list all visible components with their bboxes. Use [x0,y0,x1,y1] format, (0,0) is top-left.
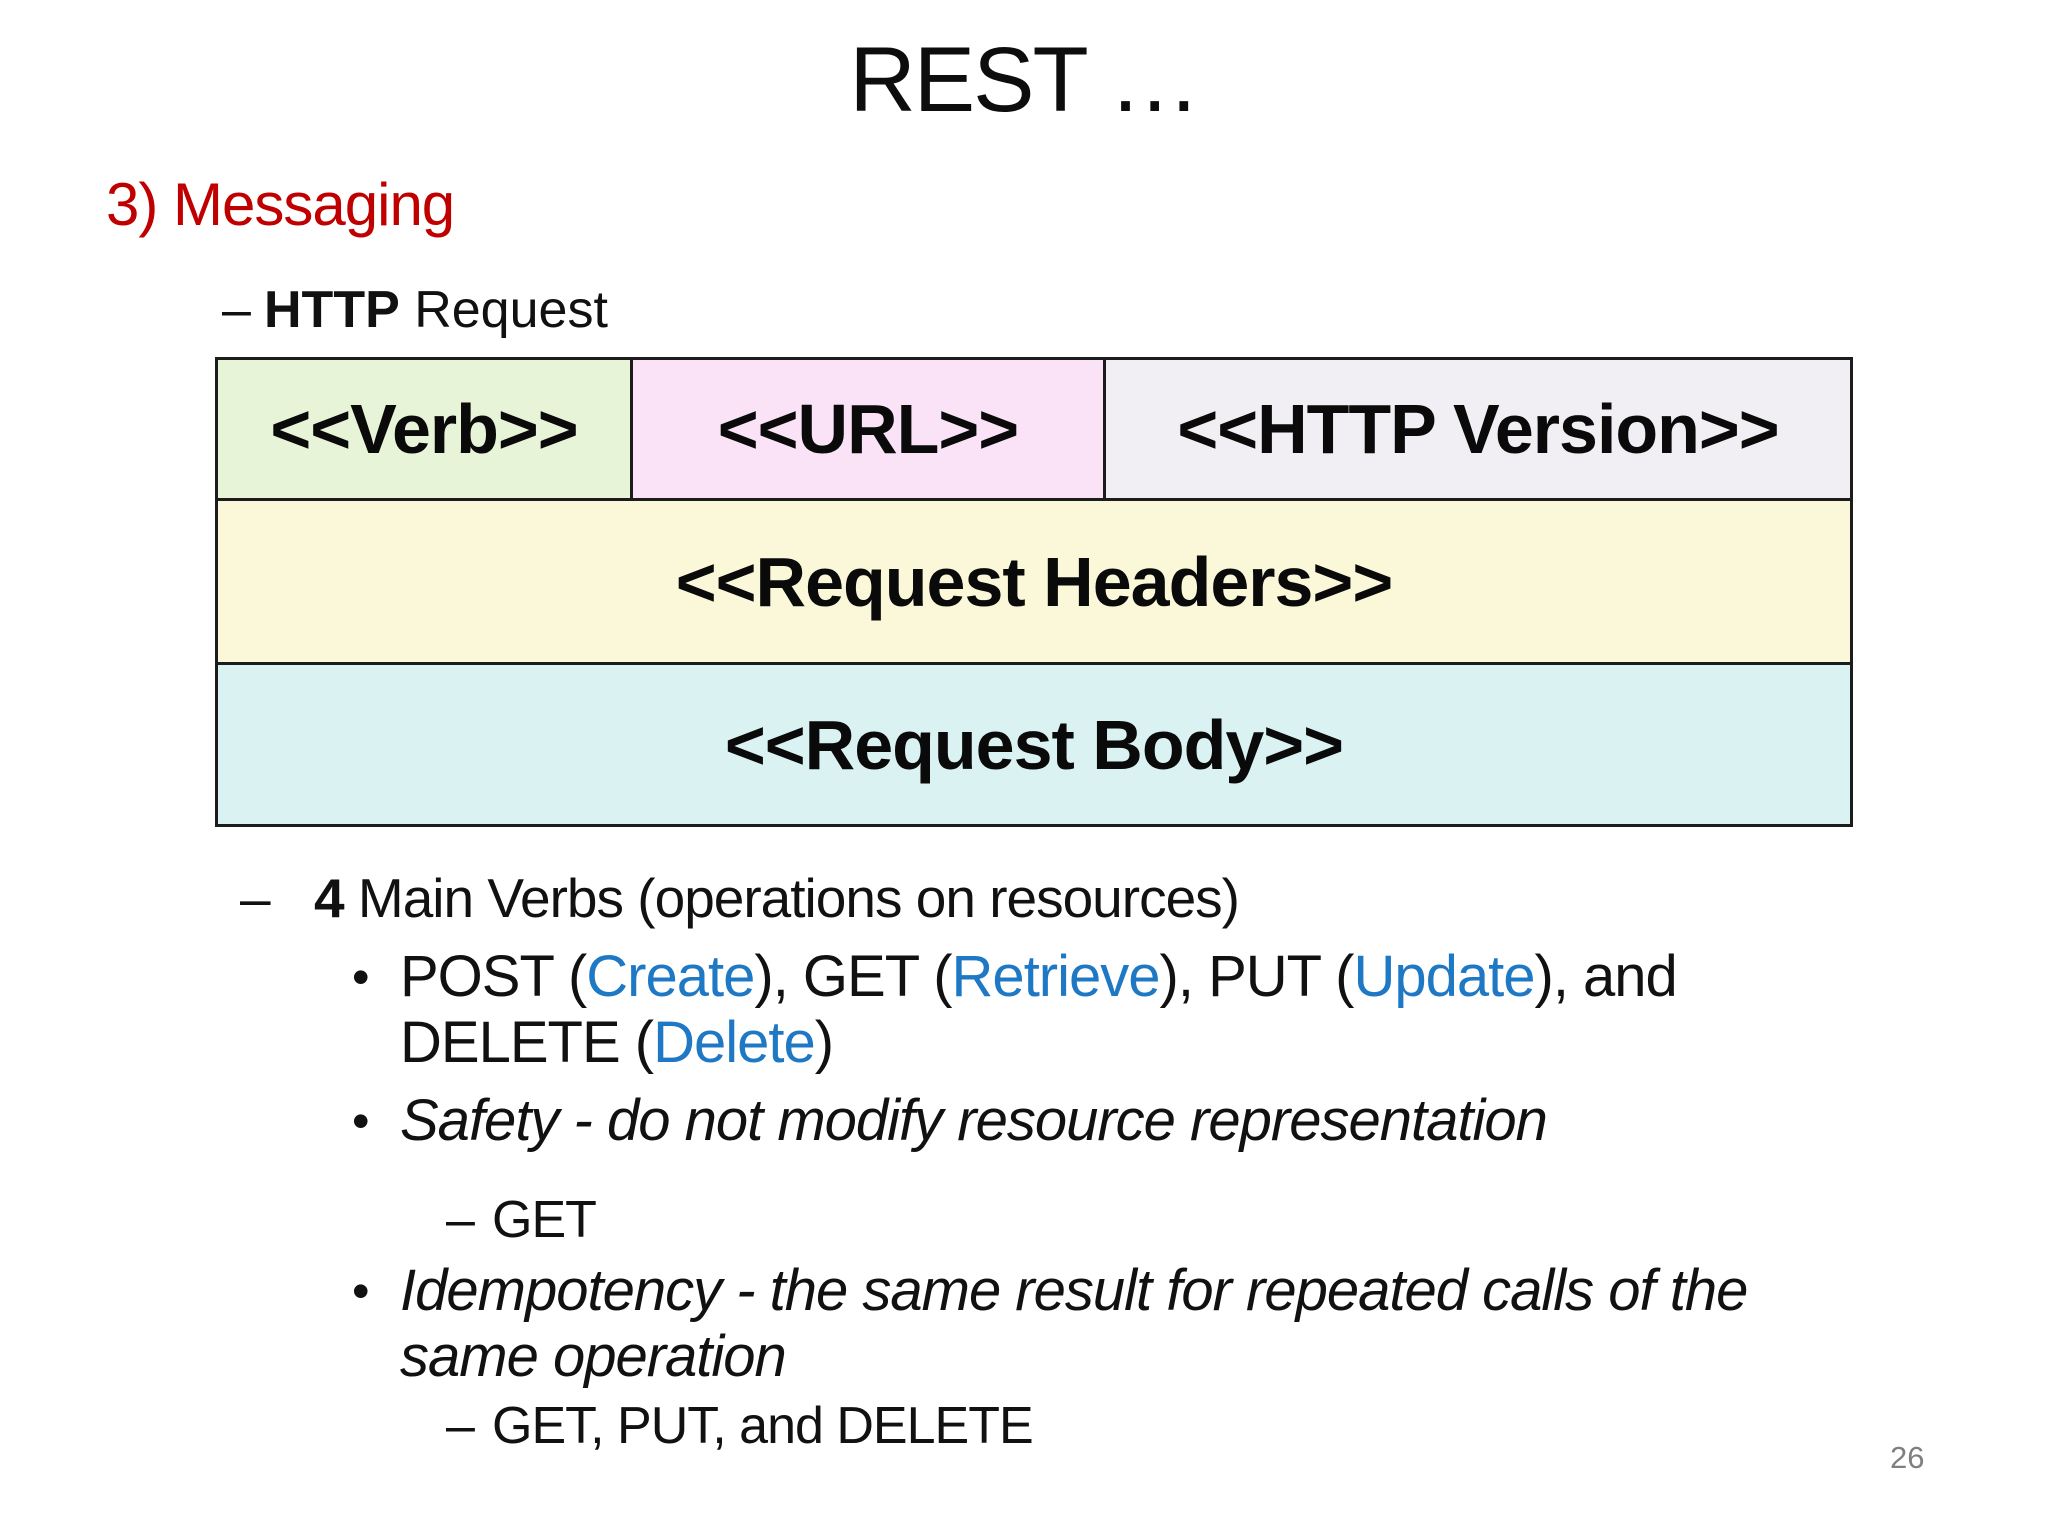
http-request-label: HTTP Request [264,280,608,340]
update-link-text: Update [1353,944,1535,1009]
post-bullet-text: POST (Create), GET (Retrieve), PUT (Upda… [400,944,1678,1076]
url-cell: <<URL>> [633,360,1106,498]
safety-get-subitem: – GET [446,1190,597,1250]
and-text: ), and [1534,944,1678,1009]
dash-bullet-icon: – [240,867,271,929]
http-bold-text: HTTP [264,281,400,339]
verb-cell: <<Verb>> [218,360,633,498]
retrieve-link-text: Retrieve [951,944,1161,1009]
main-verbs-label: 4 Main Verbs (operations on resources) [314,866,1240,930]
post-get-put-delete-item: • POST (Create), GET (Retrieve), PUT (Up… [352,944,1678,1076]
slide-title: REST … [849,29,1200,131]
request-headers-cell: <<Request Headers>> [218,501,1850,662]
dash-bullet-icon: – [222,281,251,339]
delete-link-text: Delete [653,1010,816,1075]
http-request-table: <<Verb>> <<URL>> <<HTTP Version>> <<Requ… [215,357,1853,827]
request-headers-row: <<Request Headers>> [218,498,1850,662]
page-number: 26 [1890,1440,1925,1475]
dash-bullet-icon: – [446,1397,475,1455]
safety-item: • Safety - do not modify resource repres… [352,1088,1548,1154]
dot-bullet-icon: • [352,1263,370,1319]
dot-bullet-icon: • [352,1093,370,1149]
http-version-cell: <<HTTP Version>> [1106,360,1850,498]
idempotency-line-2: same operation [400,1324,787,1389]
safety-get-text: GET [492,1191,597,1249]
request-line-row: <<Verb>> <<URL>> <<HTTP Version>> [218,360,1850,498]
idempotency-item: • Idempotency - the same result for repe… [352,1258,1748,1390]
dot-bullet-icon: • [352,949,370,1005]
create-link-text: Create [586,944,755,1009]
idempotency-verbs-subitem: – GET, PUT, and DELETE [446,1396,1034,1456]
post-bullet-line-2: DELETE (Delete) [400,1010,834,1075]
main-verbs-text: Main Verbs (operations on resources) [343,867,1240,929]
section-heading: 3) Messaging [106,171,455,238]
idempotency-text: Idempotency - the same result for repeat… [400,1258,1748,1390]
http-request-item: – HTTP Request [222,280,608,340]
safety-text: Safety - do not modify resource represen… [400,1088,1548,1153]
request-body-row: <<Request Body>> [218,662,1850,824]
delete-text: DELETE ( [400,1010,654,1075]
four-bold-text: 4 [314,867,345,929]
main-verbs-item: – 4 Main Verbs (operations on resources) [240,866,1240,930]
post-bullet-line-1: POST (Create), GET (Retrieve), PUT (Upda… [400,944,1678,1009]
request-body-cell: <<Request Body>> [218,665,1850,824]
dash-bullet-icon: – [446,1191,475,1249]
request-text: Request [399,281,608,339]
close-paren-text: ) [814,1010,834,1075]
idempotency-verbs-text: GET, PUT, and DELETE [492,1397,1034,1455]
get-text: ), GET ( [754,944,952,1009]
idempotency-line-1: Idempotency - the same result for repeat… [400,1258,1748,1323]
put-text: ), PUT ( [1159,944,1355,1009]
post-text: POST ( [400,944,587,1009]
